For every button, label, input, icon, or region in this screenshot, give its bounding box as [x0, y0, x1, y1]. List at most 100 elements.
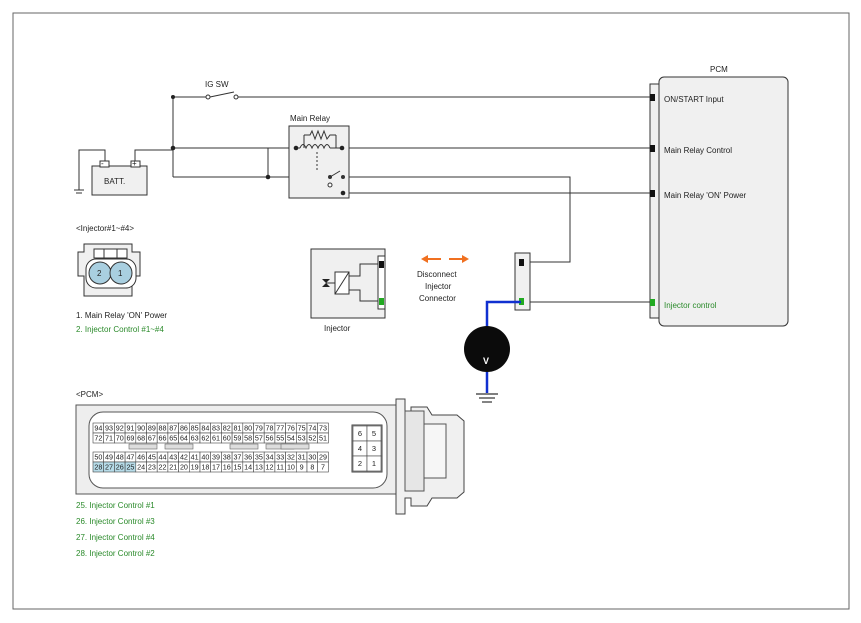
- svg-text:59: 59: [233, 434, 241, 443]
- disconnect-line-1: Disconnect: [417, 270, 457, 279]
- pcm-pin-82: 82: [221, 422, 233, 434]
- pcm-pin-42: 42: [178, 451, 190, 463]
- svg-text:50: 50: [94, 453, 102, 462]
- svg-text:36: 36: [244, 453, 252, 462]
- svg-text:19: 19: [191, 463, 199, 472]
- pcm-pin-91: 91: [124, 422, 137, 434]
- injector-legend-1: 1. Main Relay 'ON' Power: [76, 311, 167, 320]
- pcm-side-pin-1: 1: [366, 455, 382, 472]
- battery-positive: +: [132, 159, 137, 168]
- svg-text:40: 40: [201, 453, 209, 462]
- svg-text:10: 10: [287, 463, 295, 472]
- svg-text:77: 77: [276, 424, 284, 433]
- svg-text:30: 30: [308, 453, 316, 462]
- svg-text:75: 75: [298, 424, 306, 433]
- svg-text:61: 61: [212, 434, 220, 443]
- pcm-side-pin-3: 3: [366, 440, 382, 457]
- pcm-pin-18: 18: [199, 461, 211, 473]
- pcm-pin-33: 33: [274, 451, 286, 463]
- voltmeter: V: [464, 300, 521, 403]
- pcm-pin-65: 65: [167, 432, 179, 444]
- main-relay-label: Main Relay: [290, 114, 330, 123]
- svg-text:32: 32: [287, 453, 295, 462]
- injector-connector-view: <Injector#1~#4> 2 1 1. Main Relay 'ON' P…: [76, 224, 167, 334]
- pcm-pin-29: 29: [317, 451, 329, 463]
- svg-text:16: 16: [223, 463, 231, 472]
- svg-text:89: 89: [148, 424, 156, 433]
- svg-text:15: 15: [233, 463, 241, 472]
- svg-text:52: 52: [308, 434, 316, 443]
- svg-text:45: 45: [148, 453, 156, 462]
- svg-text:65: 65: [169, 434, 177, 443]
- svg-text:12: 12: [266, 463, 274, 472]
- pcm-pin-8: 8: [306, 461, 318, 473]
- svg-text:29: 29: [319, 453, 327, 462]
- svg-text:76: 76: [287, 424, 295, 433]
- svg-text:51: 51: [319, 434, 327, 443]
- pcm-pin-62: 62: [199, 432, 211, 444]
- svg-text:64: 64: [180, 434, 188, 443]
- svg-text:73: 73: [319, 424, 327, 433]
- svg-text:62: 62: [201, 434, 209, 443]
- svg-text:5: 5: [372, 429, 376, 438]
- pcm-pin-50: 50: [92, 451, 104, 463]
- svg-text:60: 60: [223, 434, 231, 443]
- disconnect-note: Disconnect Injector Connector: [417, 255, 469, 303]
- injector-label: Injector: [324, 324, 351, 333]
- svg-text:92: 92: [116, 424, 124, 433]
- pcm-pin-79: 79: [253, 422, 265, 434]
- injector-legend-2: 2. Injector Control #1~#4: [76, 325, 164, 334]
- svg-text:71: 71: [105, 434, 113, 443]
- pcm-pin-75: 75: [295, 422, 308, 434]
- battery-negative: -: [101, 159, 104, 168]
- svg-text:85: 85: [191, 424, 199, 433]
- pcm-pin-60: 60: [221, 432, 233, 444]
- svg-text:81: 81: [233, 424, 241, 433]
- pcm-pin-11: 11: [274, 461, 286, 473]
- pcm-pin-10: 10: [285, 461, 297, 473]
- pcm-main-relay-on-power: Main Relay 'ON' Power: [664, 191, 747, 200]
- injector-pin-1: 1: [118, 269, 123, 278]
- svg-text:84: 84: [201, 424, 209, 433]
- pcm-pin-67: 67: [146, 432, 158, 444]
- pcm-pin-38: 38: [221, 451, 233, 463]
- pcm-pin-47: 47: [124, 451, 137, 463]
- pcm-pin-44: 44: [156, 451, 169, 463]
- pcm-side-pin-2: 2: [352, 455, 368, 472]
- pcm-pin-74: 74: [306, 422, 318, 434]
- battery-label: BATT.: [104, 177, 125, 186]
- pcm-pin-24: 24: [135, 461, 147, 473]
- svg-text:88: 88: [159, 424, 167, 433]
- pcm-pin-63: 63: [189, 432, 201, 444]
- pcm-pin-58: 58: [242, 432, 254, 444]
- pcm-pin-68: 68: [135, 432, 147, 444]
- pcm-pin-37: 37: [231, 451, 244, 463]
- pcm-side-pin-5: 5: [366, 425, 382, 442]
- pcm-pin-72: 72: [92, 432, 104, 444]
- pcm-pin-71: 71: [103, 432, 115, 444]
- pcm-pin-39: 39: [210, 451, 222, 463]
- disconnect-line-3: Connector: [419, 294, 456, 303]
- pcm-pin-12: 12: [263, 461, 276, 473]
- pcm-pin-34: 34: [263, 451, 276, 463]
- injector-component: Injector: [310, 248, 386, 333]
- pcm-pin-21: 21: [167, 461, 179, 473]
- svg-text:87: 87: [169, 424, 177, 433]
- pcm-injector-control: Injector control: [664, 301, 717, 310]
- pcm-pin-46: 46: [135, 451, 147, 463]
- pcm-pin-84: 84: [199, 422, 211, 434]
- svg-text:25: 25: [126, 463, 134, 472]
- pcm-pin-32: 32: [285, 451, 297, 463]
- pcm-pin-86: 86: [178, 422, 190, 434]
- svg-text:91: 91: [126, 424, 134, 433]
- pcm-pin-26: 26: [114, 461, 126, 473]
- pcm-pin-51: 51: [317, 432, 329, 444]
- pcm-pin-13: 13: [253, 461, 265, 473]
- svg-text:31: 31: [298, 453, 306, 462]
- svg-text:93: 93: [105, 424, 113, 433]
- pcm-pin-66: 66: [156, 432, 169, 444]
- pcm-pin-40: 40: [199, 451, 211, 463]
- junction-dots: [170, 95, 346, 196]
